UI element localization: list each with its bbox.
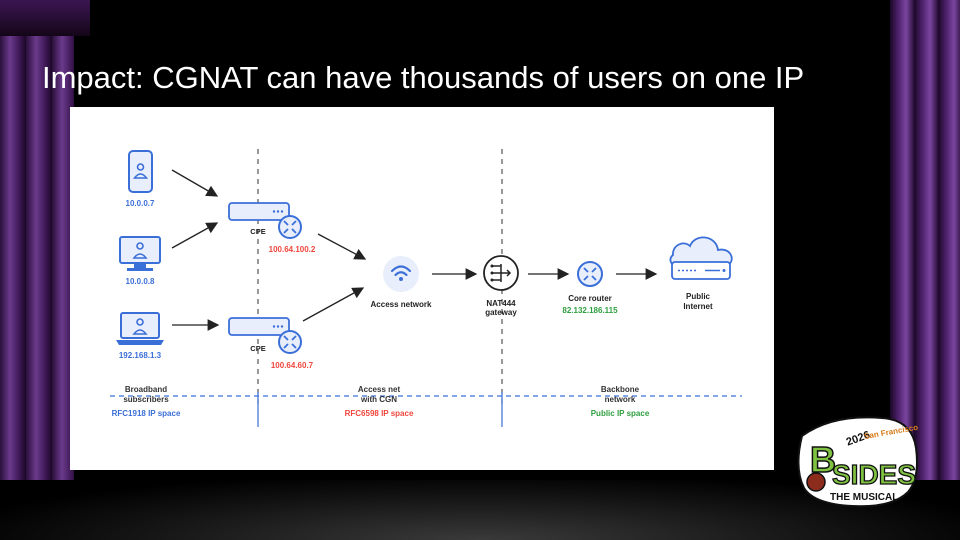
- core-router-icon: [577, 261, 603, 287]
- phone-ip: 10.0.0.7: [126, 199, 155, 208]
- cpe-top-label: CPE: [250, 227, 265, 236]
- record-icon: [806, 472, 826, 492]
- zone-backbone-line2: network: [605, 395, 636, 404]
- logo-word: SIDES: [832, 459, 916, 490]
- nat-gateway-label-1: NAT444: [486, 299, 516, 308]
- logo-letter: B: [810, 439, 836, 480]
- zone-backbone-space: Public IP space: [591, 409, 650, 418]
- curtain-valance: [0, 0, 90, 36]
- core-router-ip: 82.132.186.115: [562, 306, 618, 315]
- desktop-ip: 10.0.0.8: [126, 277, 155, 286]
- laptop-ip: 192.168.1.3: [119, 351, 162, 360]
- curtain-left: [0, 0, 74, 500]
- logo-subtitle: THE MUSICAL: [830, 492, 898, 503]
- arrow-cpe-top-to-access: [317, 233, 367, 260]
- laptop-icon: [116, 312, 164, 345]
- curtain-right: [890, 0, 960, 500]
- core-router-label: Core router: [568, 294, 612, 303]
- arrow-cpe-bottom-to-access: [302, 287, 365, 322]
- wifi-icon: [383, 256, 419, 292]
- nat-gateway-label-2: gateway: [485, 308, 517, 317]
- nat-gateway-icon: [483, 255, 519, 291]
- cloud-icon: [669, 236, 733, 280]
- cgnat-diagram: 10.0.0.7 10.0.0.8 192.168.1.3: [70, 107, 774, 470]
- cpe-bottom-router-icon: [278, 330, 302, 354]
- access-network-label: Access network: [371, 300, 432, 309]
- phone-icon: [128, 150, 153, 193]
- cpe-bottom-ip: 100.64.60.7: [271, 361, 314, 370]
- zone-access-line2: with CGN: [360, 395, 397, 404]
- cpe-top-router-icon: [278, 215, 302, 239]
- cpe-bottom-label: CPE: [250, 344, 265, 353]
- zone-subscribers-line2: subscribers: [123, 395, 169, 404]
- stage-floor: [0, 480, 960, 540]
- zone-access-space: RFC6598 IP space: [345, 409, 414, 418]
- slide-title: Impact: CGNAT can have thousands of user…: [42, 60, 805, 95]
- internet-label-1: Public: [686, 292, 711, 301]
- bsides-logo: 2026 San Francisco B SIDES THE MUSICAL: [792, 408, 922, 513]
- zone-backbone-line1: Backbone: [601, 385, 640, 394]
- zone-access-line1: Access net: [358, 385, 401, 394]
- arrow-phone-to-cpe: [171, 169, 219, 197]
- cpe-bottom-modem-icon: [228, 317, 290, 336]
- cpe-top-modem-icon: [228, 202, 290, 221]
- desktop-icon: [119, 236, 161, 271]
- zone-subscribers-space: RFC1918 IP space: [112, 409, 181, 418]
- arrow-desktop-to-cpe: [171, 222, 219, 249]
- internet-label-2: Internet: [683, 302, 713, 311]
- zone-subscribers-line1: Broadband: [125, 385, 167, 394]
- cpe-top-ip: 100.64.100.2: [269, 245, 316, 254]
